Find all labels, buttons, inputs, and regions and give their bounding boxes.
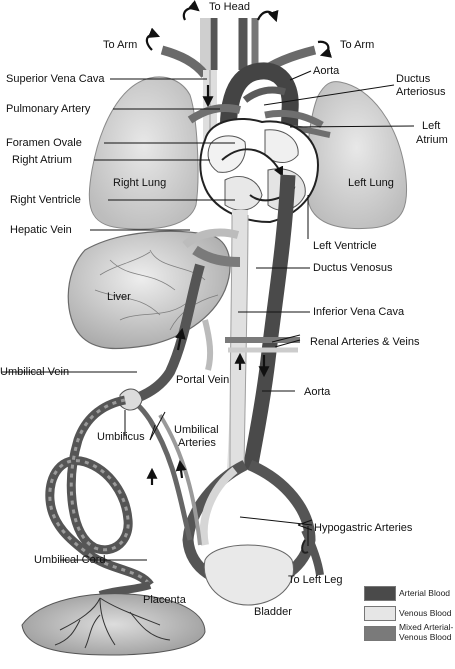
label-foramen-ovale: Foramen Ovale — [6, 137, 82, 149]
legend-label-arterial: Arterial Blood — [399, 588, 451, 598]
legend-label-mixed-2: Venous Blood — [399, 632, 452, 642]
label-umbilical-arteries-1: Umbilical — [174, 424, 219, 436]
legend-label-venous: Venous Blood — [399, 608, 452, 618]
umbilical-cord-coil-highlight — [48, 398, 152, 586]
label-bladder: Bladder — [254, 606, 292, 618]
label-portal-vein: Portal Vein — [176, 374, 230, 386]
label-right-lung: Right Lung — [113, 177, 167, 189]
label-pulmonary-artery: Pulmonary Artery — [6, 103, 91, 115]
heart-flow-curve — [221, 148, 284, 177]
pulmonary-branch-left — [264, 109, 324, 129]
label-right-ventricle: Right Ventricle — [10, 194, 81, 206]
label-inferior-vena-cava: Inferior Vena Cava — [313, 306, 405, 318]
leg-hook — [301, 539, 309, 554]
ductus-arteriosus-vessel — [242, 86, 287, 103]
label-placenta: Placenta — [143, 594, 186, 606]
arrow-head-left — [182, 0, 200, 21]
arrow-arm-right — [317, 40, 333, 58]
label-umbilical-cord: Umbilical Cord — [34, 554, 106, 566]
portal-vein-vessel — [202, 319, 214, 371]
iliac-vein-loop — [199, 466, 238, 546]
legend-swatch-venous — [364, 606, 396, 621]
ivc-outline-l — [229, 214, 233, 471]
label-renal-arteries-veins: Renal Arteries & Veins — [310, 336, 420, 348]
ductus-venosus-vessel — [192, 245, 241, 267]
label-to-arm-right: To Arm — [340, 39, 375, 51]
leader-lines — [2, 70, 415, 561]
label-aorta-top: Aorta — [313, 65, 340, 77]
inferior-vena-cava-vessel — [227, 209, 248, 471]
label-right-atrium: Right Atrium — [12, 154, 72, 166]
legend-swatch-mixed — [364, 626, 396, 641]
liver-vessel-network — [94, 249, 219, 331]
label-ductus-arteriosus-2: Arteriosus — [396, 86, 446, 98]
ivc-outline-r — [243, 214, 249, 471]
bladder-shape — [203, 544, 294, 606]
label-hypogastric-arteries: Hypogastric Arteries — [314, 522, 413, 534]
leg-vessel-right — [301, 528, 324, 576]
umbilicus-ring — [119, 388, 143, 411]
label-ductus-arteriosus-1: Ductus — [396, 73, 431, 85]
label-aorta-bottom: Aorta — [304, 386, 331, 398]
aortic-arch — [219, 62, 299, 176]
umbilical-vein-vessel — [130, 263, 205, 405]
label-ductus-venosus: Ductus Venosus — [313, 262, 393, 274]
label-to-arm-left: To Arm — [103, 39, 138, 51]
left-lung-shape — [305, 81, 408, 230]
heart-chamber-right-ventricle — [224, 176, 263, 211]
label-left-ventricle: Left Ventricle — [313, 240, 377, 252]
hepatic-vein-vessel — [182, 228, 240, 249]
legend-label-mixed-1: Mixed Arterial- — [399, 622, 454, 632]
label-umbilical-arteries-2: Arteries — [178, 437, 216, 449]
arrow-umb-art-2 — [175, 459, 187, 479]
arrow-arm-left — [145, 27, 161, 51]
label-umbilicus: Umbilicus — [97, 431, 145, 443]
label-to-head: To Head — [209, 1, 250, 13]
label-umbilical-vein: Umbilical Vein — [0, 366, 70, 378]
arm-vessel-left — [160, 45, 209, 78]
arrow-head-right — [256, 9, 279, 23]
label-left-atrium-2: Atrium — [416, 134, 448, 146]
label-hepatic-vein: Hepatic Vein — [10, 224, 72, 236]
label-left-atrium-1: Left — [422, 120, 441, 132]
label-liver: Liver — [107, 291, 131, 303]
descending-aorta — [242, 174, 296, 472]
right-lung-shape — [88, 76, 199, 230]
label-to-left-leg: To Left Leg — [288, 574, 343, 586]
umbilical-arteries-vessel-2 — [158, 413, 202, 546]
placenta-vessel-network — [54, 597, 171, 649]
legend-swatch-arterial — [364, 586, 396, 601]
label-left-lung: Left Lung — [348, 177, 394, 189]
placenta-shape — [21, 593, 206, 656]
arrow-umb-vein — [174, 327, 186, 351]
label-superior-vena-cava: Superior Vena Cava — [6, 73, 105, 85]
flow-arrows — [145, 0, 333, 485]
